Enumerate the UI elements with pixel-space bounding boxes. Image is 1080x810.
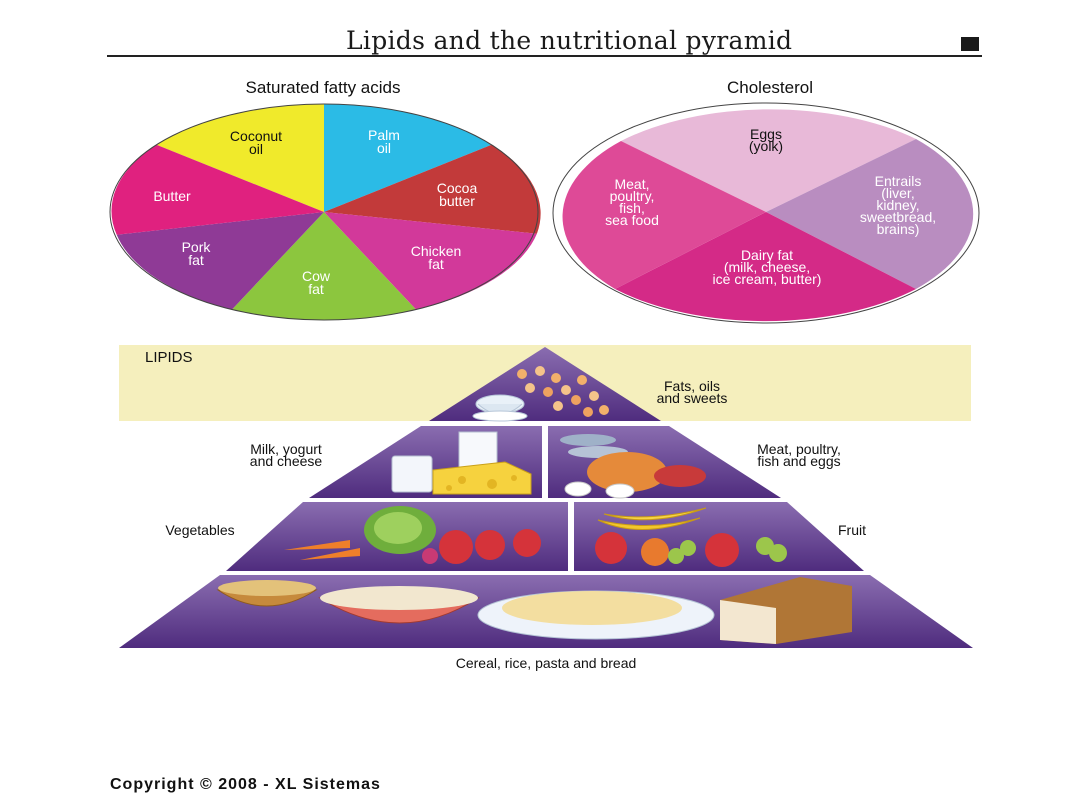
slice-meat-poultry-fish <box>562 141 766 289</box>
slice-label-butter: Butter <box>153 188 191 204</box>
fruit-illustration <box>595 507 787 567</box>
saturated-pie-title: Saturated fatty acids <box>245 78 401 97</box>
slice-pork-fat <box>116 212 324 310</box>
slice-cocoa-butter <box>324 144 541 234</box>
header-divider <box>107 55 982 57</box>
fats-sweets-illustration <box>472 366 609 422</box>
slice-dairy-fat <box>615 212 916 322</box>
tier-label-meat-poultry-fish-eggs: Meat, poultry,fish and eggs <box>757 441 841 469</box>
vegetables-illustration <box>284 506 541 564</box>
slice-label-entrails: Entrails(liver,kidney,sweetbread,brains) <box>860 173 936 237</box>
slice-chicken-fat <box>324 212 537 310</box>
cholesterol-pie-title: Cholesterol <box>727 78 813 97</box>
tier-label-vegetables: Vegetables <box>165 522 234 538</box>
slice-label-eggs: Eggs(yolk) <box>749 126 783 154</box>
meat-fish-illustration <box>560 434 706 499</box>
title-bullet-square <box>961 37 979 51</box>
lipids-band-label: LIPIDS <box>145 349 193 366</box>
slice-palm-oil <box>324 104 492 212</box>
slice-label-meat: Meat,poultry,fish,sea food <box>605 176 659 228</box>
tier-label-cereal-rice-pasta-bread: Cereal, rice, pasta and bread <box>456 655 637 671</box>
slice-coconut-oil <box>156 103 324 212</box>
grains-illustration <box>216 577 852 644</box>
cholesterol-pie: Eggs(yolk) Entrails(liver,kidney,sweetbr… <box>552 102 980 324</box>
dairy-illustration <box>391 431 532 495</box>
copyright-notice: Copyright © 2008 - XL Sistemas <box>110 776 381 793</box>
page-title: Lipids and the nutritional pyramid <box>346 26 793 55</box>
tier-label-fruit: Fruit <box>838 522 866 538</box>
slice-cow-fat <box>231 212 417 321</box>
slice-label-dairy-fat: Dairy fat(milk, cheese,ice cream, butter… <box>713 247 822 287</box>
tier-vegetables-fruit <box>226 502 864 571</box>
slice-entrails <box>766 139 974 289</box>
slice-butter <box>111 144 325 235</box>
slice-eggs <box>621 109 916 212</box>
